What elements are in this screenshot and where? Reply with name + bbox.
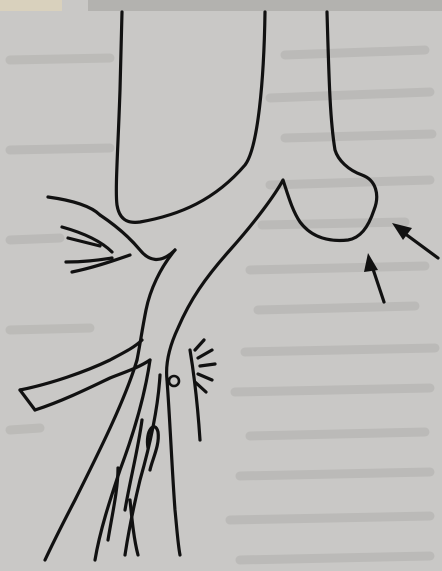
branch-lower-left-tip [20, 390, 35, 410]
tick-mark-2 [200, 364, 215, 366]
branch-upper-left-4 [66, 258, 112, 262]
bleed-through-text [10, 50, 435, 560]
trunk-left-wall [116, 12, 265, 222]
trunk-right-wall [167, 12, 377, 380]
tick-mark-3 [198, 374, 212, 380]
trunk-lower-left [137, 250, 175, 360]
tick-mark-5 [195, 340, 204, 350]
arrow-lower-icon [364, 253, 384, 302]
branch-upper-left-5 [72, 255, 130, 272]
trunk-right-lower [190, 350, 200, 440]
branch-upper-left-1 [48, 197, 100, 215]
branch-lower-left-upper [20, 340, 142, 390]
bundle-line-4 [167, 380, 180, 555]
bundle-line-2 [95, 360, 150, 560]
ostium-circle [169, 376, 179, 386]
arrow-upper-icon [392, 223, 438, 258]
tick-mark-1 [198, 350, 212, 358]
